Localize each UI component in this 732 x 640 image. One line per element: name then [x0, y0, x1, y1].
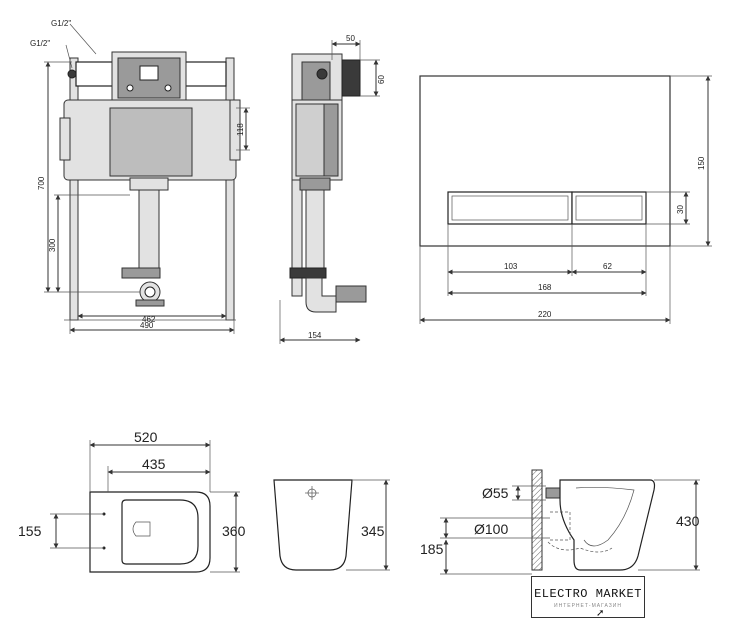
label-g12-side: G1/2"	[30, 39, 50, 48]
dim-520: 520	[134, 429, 158, 445]
logo-subtitle: ИНТЕРНЕТ-МАГАЗИН	[554, 603, 622, 609]
flush-plate	[419, 75, 671, 247]
label-g12-top: G1/2"	[51, 19, 71, 28]
toilet-side-dimensions: Ø55 Ø100 185 430	[420, 479, 700, 575]
dim-118: 118	[236, 123, 245, 136]
dim-220: 220	[538, 310, 552, 319]
dim-462: 462	[142, 315, 156, 324]
frame-front-view	[59, 51, 241, 321]
dim-154: 154	[308, 331, 322, 340]
dim-30: 30	[676, 205, 685, 214]
toilet-front-view	[273, 479, 353, 571]
dim-103: 103	[504, 262, 518, 271]
dim-155: 155	[18, 523, 42, 539]
dim-50: 50	[346, 34, 355, 43]
frame-side-view	[280, 53, 367, 341]
dim-430: 430	[676, 513, 700, 529]
dim-300: 300	[48, 238, 57, 252]
toilet-front-dimensions: 345	[346, 479, 390, 571]
toilet-top-view	[89, 491, 211, 573]
dim-62: 62	[603, 262, 612, 271]
dim-700: 700	[37, 176, 46, 190]
dim-490: 490	[140, 321, 154, 330]
toilet-top-dimensions: 520 435 155 360	[18, 429, 246, 573]
electro-market-logo: ELECTRO MARKET ИНТЕРНЕТ-МАГАЗИН ➚	[531, 576, 645, 619]
frame-side-dimensions: 50 60 154	[279, 34, 386, 344]
cursor-icon: ➚	[596, 608, 605, 619]
dim-435: 435	[142, 456, 166, 472]
dim-d100: Ø100	[474, 521, 508, 537]
dim-168: 168	[538, 283, 552, 292]
dim-360: 360	[222, 523, 246, 539]
dim-d55: Ø55	[482, 485, 509, 501]
logo-brand: ELECTRO MARKET	[534, 587, 642, 601]
dim-345: 345	[361, 523, 385, 539]
dim-150: 150	[697, 156, 706, 170]
dim-185: 185	[420, 541, 444, 557]
frame-front-dimensions: G1/2" G1/2" 700 300 462 490 118	[30, 19, 250, 334]
dim-60: 60	[377, 75, 386, 84]
toilet-side-section	[531, 469, 656, 571]
flush-plate-dimensions: 150 30 103 62 168 220	[419, 75, 712, 324]
